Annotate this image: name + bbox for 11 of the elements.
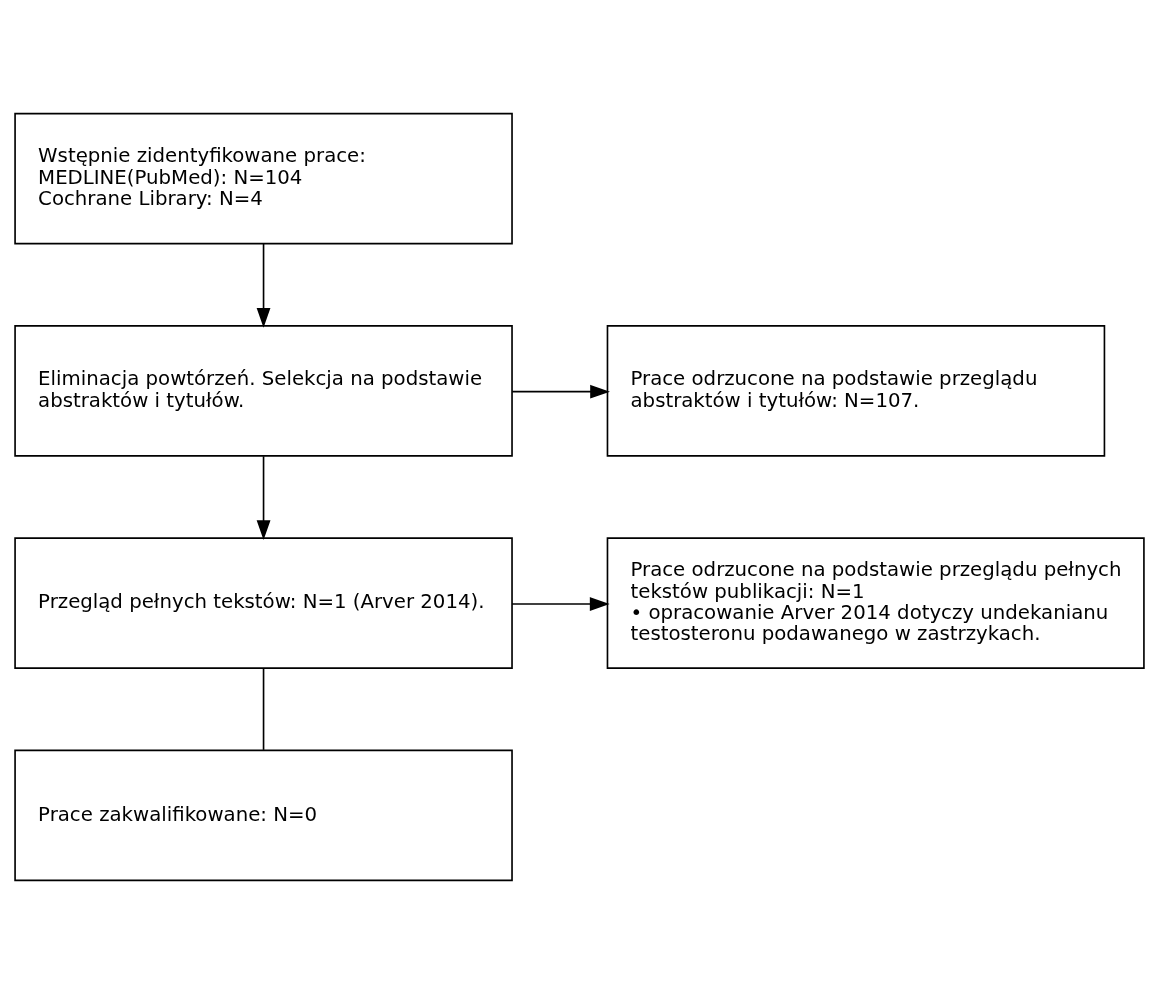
arrow [256,243,271,328]
connector [262,667,265,751]
node-box: Prace odrzucone na podstawie przeglądu abstraktów i tytułów: N=107. [606,325,1106,457]
node-box: Prace odrzucone na podstawie przeglądu pełnych tekstów publikacji: N=1 • opracowanie Arver 2014 dotyczy undekanianu testosteronu podawanego w zastrzykach. [606,537,1145,669]
node-box: Eliminacja powtórzeń. Selekcja na podstawie abstraktów i tytułów. [14,325,513,457]
node-box: Przegląd pełnych tekstów: N=1 (Arver 2014). [14,537,513,669]
node-box: Prace zakwalifikowane: N=0 [14,749,513,882]
arrow [256,455,271,541]
arrow [511,597,610,611]
arrow [511,384,610,399]
node-box: Wstępnie zidentyfikowane prace: MEDLINE(PubMed): N=104 Cochrane Library: N=4 [14,112,513,245]
